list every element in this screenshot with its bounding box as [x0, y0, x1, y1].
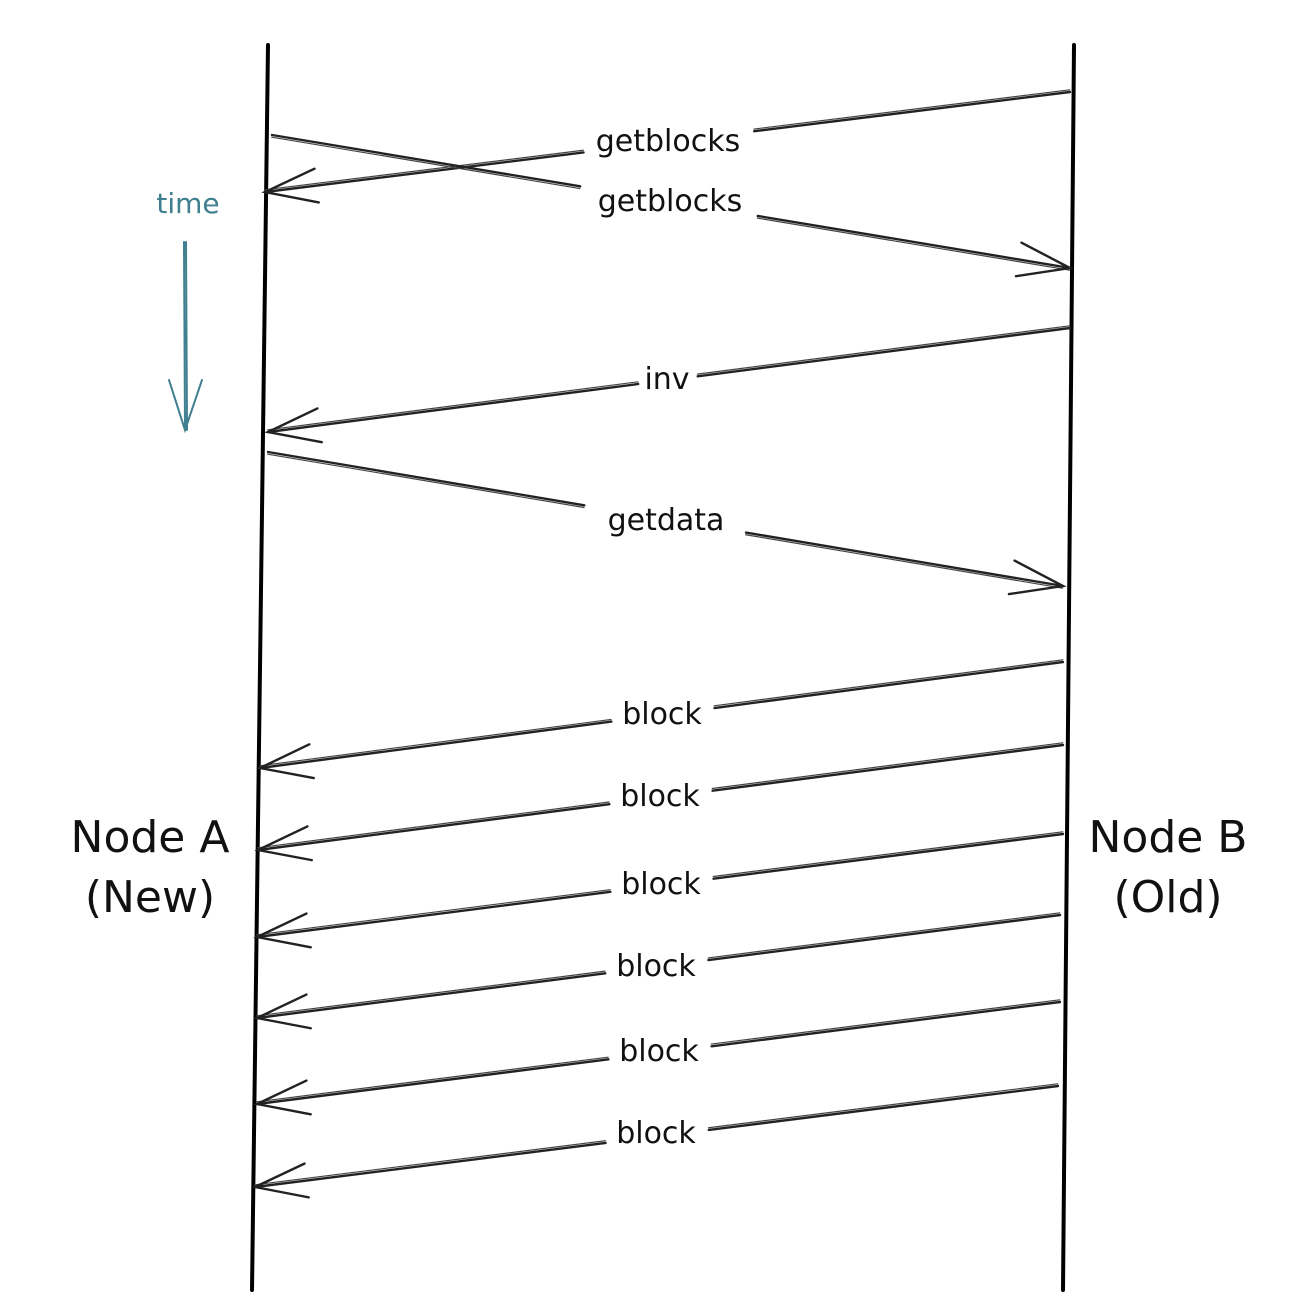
message-label: getblocks — [598, 184, 743, 219]
message-7: block — [253, 831, 1065, 949]
message-4: getdata — [266, 450, 1067, 596]
message-line — [254, 1083, 1059, 1186]
node-a-name: Node A — [71, 812, 230, 863]
node-b-sub: (Old) — [1113, 872, 1222, 923]
message-line — [266, 450, 1065, 588]
lifeline-node-a — [250, 43, 270, 1292]
time-arrow-icon — [168, 241, 203, 434]
message-line — [271, 136, 1071, 271]
messages: getblocks getblocks inv getdata block block bl… — [251, 89, 1074, 1199]
arrowhead-icon — [264, 407, 323, 444]
message-10: block — [251, 1083, 1060, 1199]
arrowhead-icon — [253, 993, 312, 1030]
message-label: getdata — [608, 503, 725, 538]
message-label: inv — [644, 362, 689, 397]
arrowhead-icon — [253, 912, 312, 949]
message-label: block — [619, 1034, 699, 1069]
message-line — [256, 999, 1061, 1103]
node-a-sub: (New) — [85, 872, 215, 923]
message-label: block — [621, 867, 701, 902]
message-line — [259, 659, 1064, 767]
message-line — [256, 743, 1065, 852]
message-line — [267, 325, 1071, 431]
message-line — [258, 660, 1065, 770]
message-line — [270, 133, 1072, 270]
arrowhead-icon — [261, 167, 320, 204]
message-label: block — [620, 779, 700, 814]
arrowhead-icon — [1014, 241, 1074, 278]
arrowhead-icon — [256, 743, 315, 780]
message-line — [263, 90, 1072, 194]
message-line — [255, 832, 1065, 939]
message-5: block — [256, 659, 1065, 780]
message-line — [255, 1000, 1062, 1106]
message-line — [266, 326, 1072, 434]
message-line — [256, 912, 1061, 1017]
message-6: block — [254, 742, 1065, 862]
arrowhead-icon — [251, 1162, 310, 1199]
message-3: inv — [264, 325, 1072, 444]
message-label: block — [622, 697, 702, 732]
message-line — [257, 742, 1064, 849]
message-9: block — [253, 999, 1062, 1116]
message-line — [255, 913, 1062, 1020]
message-8: block — [253, 912, 1062, 1030]
arrowhead-icon — [1007, 559, 1067, 596]
arrowhead-icon — [253, 1079, 312, 1116]
node-b-name: Node B — [1088, 812, 1247, 863]
message-line — [253, 1084, 1060, 1189]
arrowhead-icon — [254, 825, 313, 862]
message-line — [264, 89, 1071, 191]
message-label: block — [616, 1116, 696, 1151]
lifeline-node-b — [1061, 43, 1076, 1292]
message-line — [267, 453, 1064, 589]
message-line — [256, 831, 1064, 936]
message-label: block — [616, 949, 696, 984]
message-2: getblocks — [270, 133, 1074, 278]
message-1: getblocks — [261, 89, 1072, 204]
message-label: getblocks — [596, 124, 741, 159]
time-label: time — [156, 187, 219, 220]
